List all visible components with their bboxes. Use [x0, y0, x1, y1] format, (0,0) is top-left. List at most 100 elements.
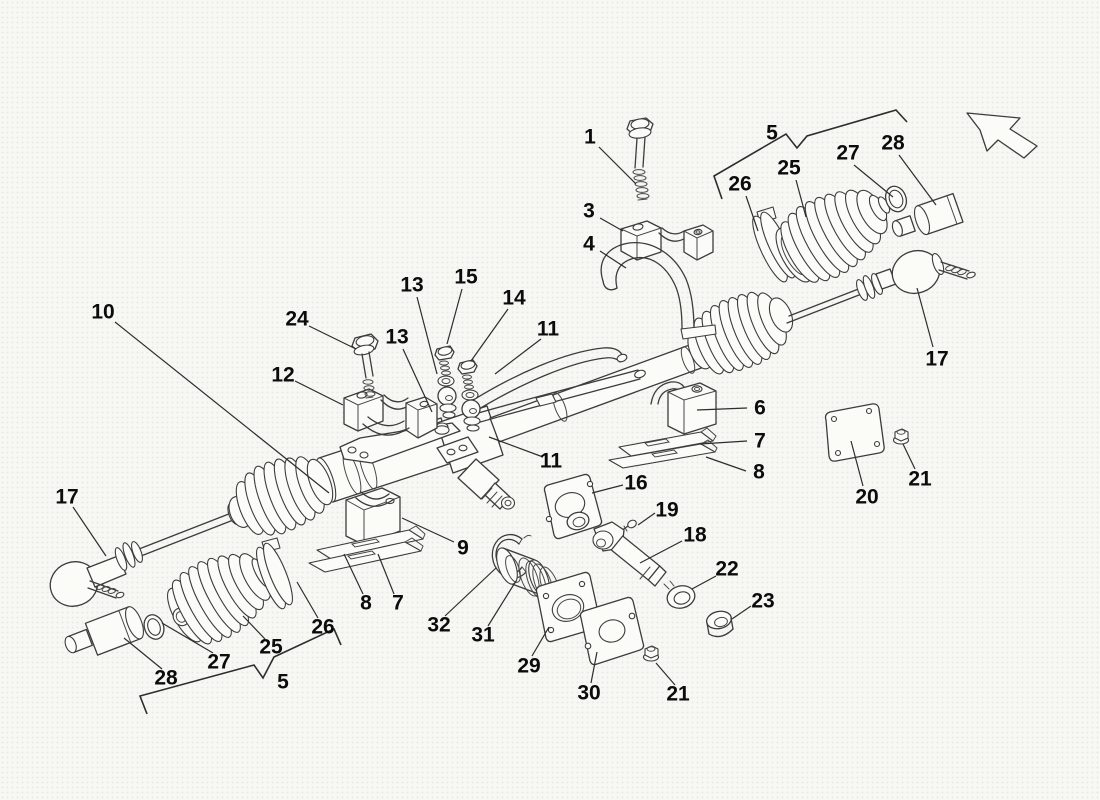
callout-28-top: 28 [881, 132, 905, 155]
leader-line-32 [444, 567, 497, 617]
callout-4: 4 [583, 233, 595, 256]
boot-kit-top [752, 185, 964, 283]
callout-7-right: 7 [754, 430, 766, 453]
leader-line-13-upper [416, 296, 438, 375]
callout-5-bottom: 5 [277, 671, 289, 694]
callout-28-bottom: 28 [154, 667, 178, 690]
leader-line-3 [599, 217, 624, 232]
leader-line-25-bottom [242, 615, 266, 640]
callout-17-right: 17 [925, 348, 948, 371]
callout-11-upper: 11 [537, 318, 560, 341]
leader-line-25-top [795, 179, 807, 218]
gasket-30 [579, 596, 645, 666]
leader-line-26-top [745, 195, 759, 232]
leader-line-28-bottom [123, 637, 163, 670]
leader-line-10 [114, 321, 330, 494]
callout-20: 20 [855, 486, 878, 509]
mount-block-9 [345, 487, 401, 546]
group-bracket-5-top [713, 109, 908, 200]
callout-8-right: 8 [753, 461, 765, 484]
callout-32: 32 [427, 614, 450, 637]
leader-line-7-left [377, 553, 395, 595]
callout-14: 14 [502, 287, 526, 310]
shim-plate-7-left [316, 525, 426, 560]
direction-arrow-icon [966, 112, 1038, 159]
callout-9: 9 [457, 537, 469, 560]
callout-26-top: 26 [728, 173, 751, 196]
leader-line-17-right [916, 287, 934, 348]
shim-plate-7-right [618, 427, 717, 457]
callout-13-upper: 13 [400, 274, 423, 297]
leader-line-29 [531, 626, 550, 657]
nut-21-bottom [642, 645, 660, 662]
callout-26-bottom: 26 [311, 616, 334, 639]
leader-line-6 [696, 407, 748, 411]
banjo-bolt-column-right [457, 359, 481, 432]
callout-11-lower: 11 [540, 450, 563, 473]
flange-plate-16 [543, 473, 603, 540]
callout-22: 22 [715, 558, 738, 581]
bushing-23 [705, 610, 734, 638]
leader-line-18 [639, 540, 683, 564]
leader-line-12 [294, 380, 344, 406]
callout-18: 18 [683, 524, 707, 547]
leader-line-26-bottom [296, 581, 319, 619]
leader-line-15 [446, 288, 463, 345]
housing-lug-arm [339, 422, 479, 464]
callout-3: 3 [583, 200, 595, 223]
callout-29: 29 [517, 655, 540, 678]
callout-27-bottom: 27 [207, 651, 230, 674]
lock-ring-22 [663, 580, 696, 609]
callout-21-bottom: 21 [666, 683, 690, 706]
callout-16: 16 [624, 472, 647, 495]
callout-12: 12 [271, 364, 294, 387]
leader-line-9 [401, 517, 455, 543]
callout-8-left: 8 [360, 592, 372, 615]
leader-line-24 [308, 325, 357, 350]
leader-line-27-bottom [161, 622, 214, 654]
callout-31: 31 [471, 624, 495, 647]
callout-15: 15 [454, 266, 478, 289]
callout-30: 30 [577, 682, 600, 705]
callout-23: 23 [751, 590, 774, 613]
leader-line-1 [598, 146, 637, 185]
leader-line-14 [470, 308, 509, 362]
leader-line-22 [691, 575, 717, 590]
banjo-bolt-column-left [434, 345, 457, 419]
leader-line-11-upper [494, 338, 542, 375]
callout-24: 24 [285, 308, 309, 331]
leader-line-27-top [853, 164, 894, 198]
leader-line-21-bottom [655, 662, 676, 686]
leader-line-31 [487, 580, 517, 627]
callout-1: 1 [584, 126, 596, 149]
mount-clamp-12 [343, 388, 438, 439]
callout-25-top: 25 [777, 157, 801, 180]
callout-17-left: 17 [55, 486, 78, 509]
shim-plate-8-right [608, 439, 718, 469]
bolt-19 [620, 519, 637, 532]
leader-line-13-lower [402, 348, 433, 413]
leader-line-8-left [343, 553, 364, 595]
hydraulic-pipes [467, 347, 646, 426]
callout-27-top: 27 [836, 142, 859, 165]
tie-rod-right [786, 249, 976, 324]
leader-line-19 [637, 512, 656, 526]
leader-line-21-right [902, 443, 916, 470]
nut-21-right [892, 428, 910, 445]
callout-19: 19 [655, 499, 678, 522]
leader-line-16 [591, 484, 624, 494]
leader-line-7-right [699, 440, 748, 445]
leader-line-17-left [72, 506, 107, 557]
shim-plate-8-left [308, 537, 424, 573]
callout-25-bottom: 25 [259, 636, 283, 659]
group-bracket-5-bottom [138, 627, 342, 715]
rack-boot-right-installed [687, 291, 794, 375]
support-strap-4 [600, 242, 717, 340]
cover-plate-20 [824, 403, 885, 462]
tie-rod-left [49, 509, 242, 607]
callout-5-top: 5 [766, 122, 778, 145]
leader-line-11-lower [488, 436, 544, 458]
callout-6: 6 [754, 397, 766, 420]
